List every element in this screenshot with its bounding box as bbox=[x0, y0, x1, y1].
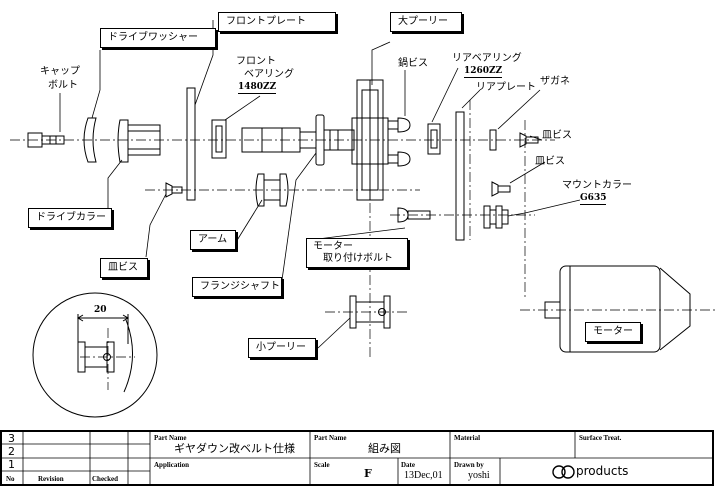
logo-text: products bbox=[576, 464, 629, 478]
label-flat-screw-top: 皿ビス bbox=[542, 130, 572, 141]
label-front-bearing-line2: ベアリング bbox=[244, 69, 294, 80]
drawn-by-value: yoshi bbox=[468, 470, 490, 481]
label-flat-screw-middle: 皿ビス bbox=[535, 156, 565, 167]
flat-screw-right-parts bbox=[491, 132, 539, 197]
label-front-bearing-model: 1480ZZ bbox=[238, 82, 277, 94]
label-mount-collar-model: G635 bbox=[580, 193, 607, 205]
motor-mount-bolt-part bbox=[397, 207, 431, 223]
part-name-2-header: Part Name bbox=[314, 434, 347, 442]
label-front-bearing-line1: フロント bbox=[236, 56, 276, 67]
material-header: Material bbox=[454, 434, 481, 442]
front-plate-part bbox=[186, 87, 196, 201]
scale-value: F bbox=[364, 467, 372, 480]
part-name-header: Part Name bbox=[154, 434, 187, 442]
label-pan-screw: 鍋ビス bbox=[398, 58, 428, 69]
label-flat-screw-left: 皿ビス bbox=[100, 258, 148, 278]
label-cap-bolt-line2: ボルト bbox=[48, 80, 78, 91]
detail-view bbox=[32, 292, 158, 418]
pan-screw-parts bbox=[387, 117, 411, 167]
label-mount-collar: マウントカラー bbox=[562, 180, 632, 191]
front-bearing-part bbox=[211, 119, 227, 159]
drive-collar-part bbox=[117, 119, 161, 163]
application-header: Application bbox=[154, 461, 190, 469]
big-pulley-part bbox=[351, 79, 389, 201]
cap-bolt-part bbox=[27, 132, 65, 148]
label-rear-bearing-model: 1260ZZ bbox=[464, 66, 503, 78]
label-arm: アーム bbox=[190, 230, 236, 250]
label-small-pulley: 小プーリー bbox=[248, 338, 316, 358]
part-name-2-value: 組み図 bbox=[368, 442, 401, 455]
drawn-by-header: Drawn by bbox=[454, 461, 484, 469]
label-flange-shaft: フランジシャフト bbox=[192, 277, 282, 297]
flat-screw-left-part bbox=[165, 182, 183, 198]
title-block-grid bbox=[2, 432, 713, 484]
revision-header: Revision bbox=[38, 475, 64, 483]
revision-row-3: 3 bbox=[8, 432, 15, 445]
label-big-pulley: 大プーリー bbox=[390, 12, 462, 32]
mount-collar-part bbox=[483, 205, 509, 229]
revision-row-1: 1 bbox=[8, 458, 15, 471]
label-motor-mount-bolt-line2: 取り付けボルト bbox=[323, 253, 393, 264]
rear-bearing-part bbox=[427, 123, 441, 155]
label-washer: ザガネ bbox=[540, 76, 570, 87]
detail-dimension-20: 20 bbox=[94, 305, 107, 315]
washer-part bbox=[489, 129, 497, 151]
label-motor: モーター bbox=[585, 322, 641, 342]
flange-shaft-part bbox=[241, 114, 355, 166]
revision-row-2: 2 bbox=[8, 445, 15, 458]
small-pulley-part bbox=[349, 295, 391, 329]
label-motor-mount-bolt: モーター 取り付けボルト bbox=[306, 238, 408, 268]
label-rear-bearing: リアベアリング bbox=[452, 53, 522, 64]
scale-header: Scale bbox=[314, 461, 330, 469]
label-front-plate: フロントプレート bbox=[218, 12, 336, 32]
logo-mark bbox=[552, 465, 575, 479]
no-header: No bbox=[6, 475, 15, 483]
date-value: 13Dec,01 bbox=[404, 470, 443, 481]
part-name-value: ギヤダウン改ベルト仕様 bbox=[174, 442, 295, 455]
label-rear-plate: リアプレート bbox=[476, 82, 536, 93]
label-drive-washer: ドライブワッシャー bbox=[100, 28, 216, 48]
checked-header: Checked bbox=[92, 475, 119, 483]
rear-plate-part bbox=[455, 111, 465, 241]
drive-washer-part bbox=[83, 117, 97, 163]
arm-part bbox=[255, 173, 289, 207]
surface-treat-header: Surface Treat. bbox=[579, 434, 622, 442]
motor-part bbox=[544, 265, 691, 353]
label-drive-collar: ドライブカラー bbox=[28, 208, 112, 228]
label-cap-bolt-line1: キャップ bbox=[40, 66, 80, 77]
date-header: Date bbox=[401, 461, 415, 469]
label-motor-mount-bolt-line1: モーター bbox=[313, 241, 353, 252]
